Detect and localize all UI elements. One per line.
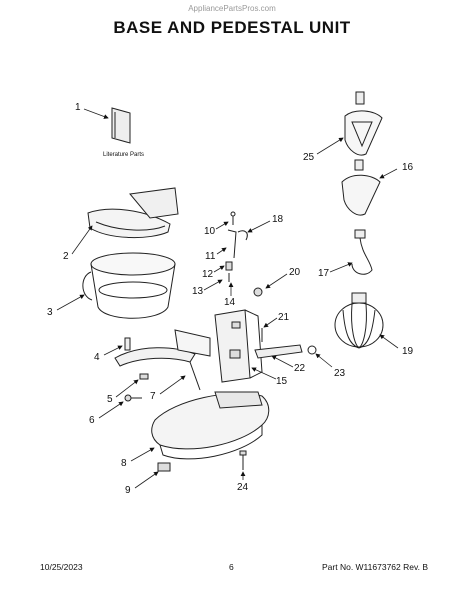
callout-11: 11 xyxy=(205,251,216,262)
callout-2: 2 xyxy=(63,251,69,262)
bowl-clamp-illustration xyxy=(114,329,211,391)
mixing-bowl-illustration xyxy=(82,252,176,319)
callout-23: 23 xyxy=(334,368,346,379)
wire-whip-illustration xyxy=(334,292,384,349)
callout-14: 14 xyxy=(224,297,236,308)
pedestal-column-illustration xyxy=(214,309,263,383)
callout-21: 21 xyxy=(278,312,290,323)
page-title: BASE AND PEDESTAL UNIT xyxy=(113,18,351,37)
pouring-shield-illustration xyxy=(87,187,179,239)
callout-13: 13 xyxy=(192,286,204,297)
callout-16: 16 xyxy=(402,162,414,173)
callout-4: 4 xyxy=(94,352,100,363)
flat-beater-illustration xyxy=(344,91,383,156)
callout-9: 9 xyxy=(125,485,131,496)
callout-18: 18 xyxy=(272,214,284,225)
callout-25: 25 xyxy=(303,152,315,163)
callout-6: 6 xyxy=(89,415,95,426)
callout-12: 12 xyxy=(202,269,214,280)
callout-5: 5 xyxy=(107,394,113,405)
footer-part-number: Part No. W11673762 Rev. B xyxy=(322,562,428,572)
callout-24: 24 xyxy=(237,482,249,493)
callout-20: 20 xyxy=(289,267,301,278)
callout-10: 10 xyxy=(204,226,216,237)
callout-3: 3 xyxy=(47,307,53,318)
literature-parts-label: Literature Parts xyxy=(103,152,144,158)
dough-hook-illustration xyxy=(351,229,373,275)
footer-page-number: 6 xyxy=(229,562,234,572)
literature-parts-illustration xyxy=(111,107,131,144)
callout-8: 8 xyxy=(121,458,127,469)
callout-7: 7 xyxy=(150,391,156,402)
callout-19: 19 xyxy=(402,346,414,357)
callout-15: 15 xyxy=(276,376,288,387)
coated-beater-illustration xyxy=(341,159,381,216)
callout-17: 17 xyxy=(318,268,330,279)
footer-date: 10/25/2023 xyxy=(40,562,83,572)
callout-1: 1 xyxy=(75,102,81,113)
callout-22: 22 xyxy=(294,363,306,374)
watermark: AppliancePartsPros.com xyxy=(188,4,276,13)
base-illustration xyxy=(151,391,270,460)
